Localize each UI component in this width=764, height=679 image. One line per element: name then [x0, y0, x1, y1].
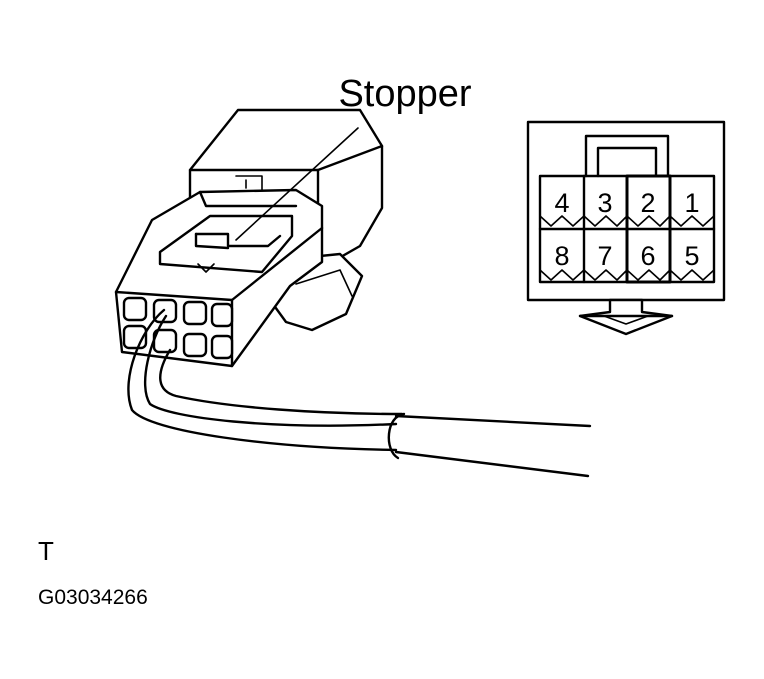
stopper-leader-line [235, 127, 359, 241]
pin-label: 4 [554, 188, 569, 218]
pinout-latch [584, 134, 670, 178]
pin-label: 6 [640, 241, 655, 271]
figure-id-label: G03034266 [38, 586, 148, 609]
stopper-label: Stopper [338, 73, 471, 115]
pin-label: 5 [684, 241, 699, 271]
pin-label: 3 [597, 188, 612, 218]
pin-label: 8 [554, 241, 569, 271]
pin-label: 1 [684, 188, 699, 218]
stopper [158, 214, 294, 274]
wire-harness [127, 308, 592, 478]
pin-label: 2 [640, 188, 655, 218]
pin-label: 7 [597, 241, 612, 271]
view-code-label: T [38, 536, 54, 566]
connector-illustration [114, 108, 592, 478]
cavity-face [122, 296, 234, 360]
pinout-view: 4 3 2 1 8 7 6 5 [526, 120, 726, 336]
view-direction-arrow [578, 298, 674, 336]
